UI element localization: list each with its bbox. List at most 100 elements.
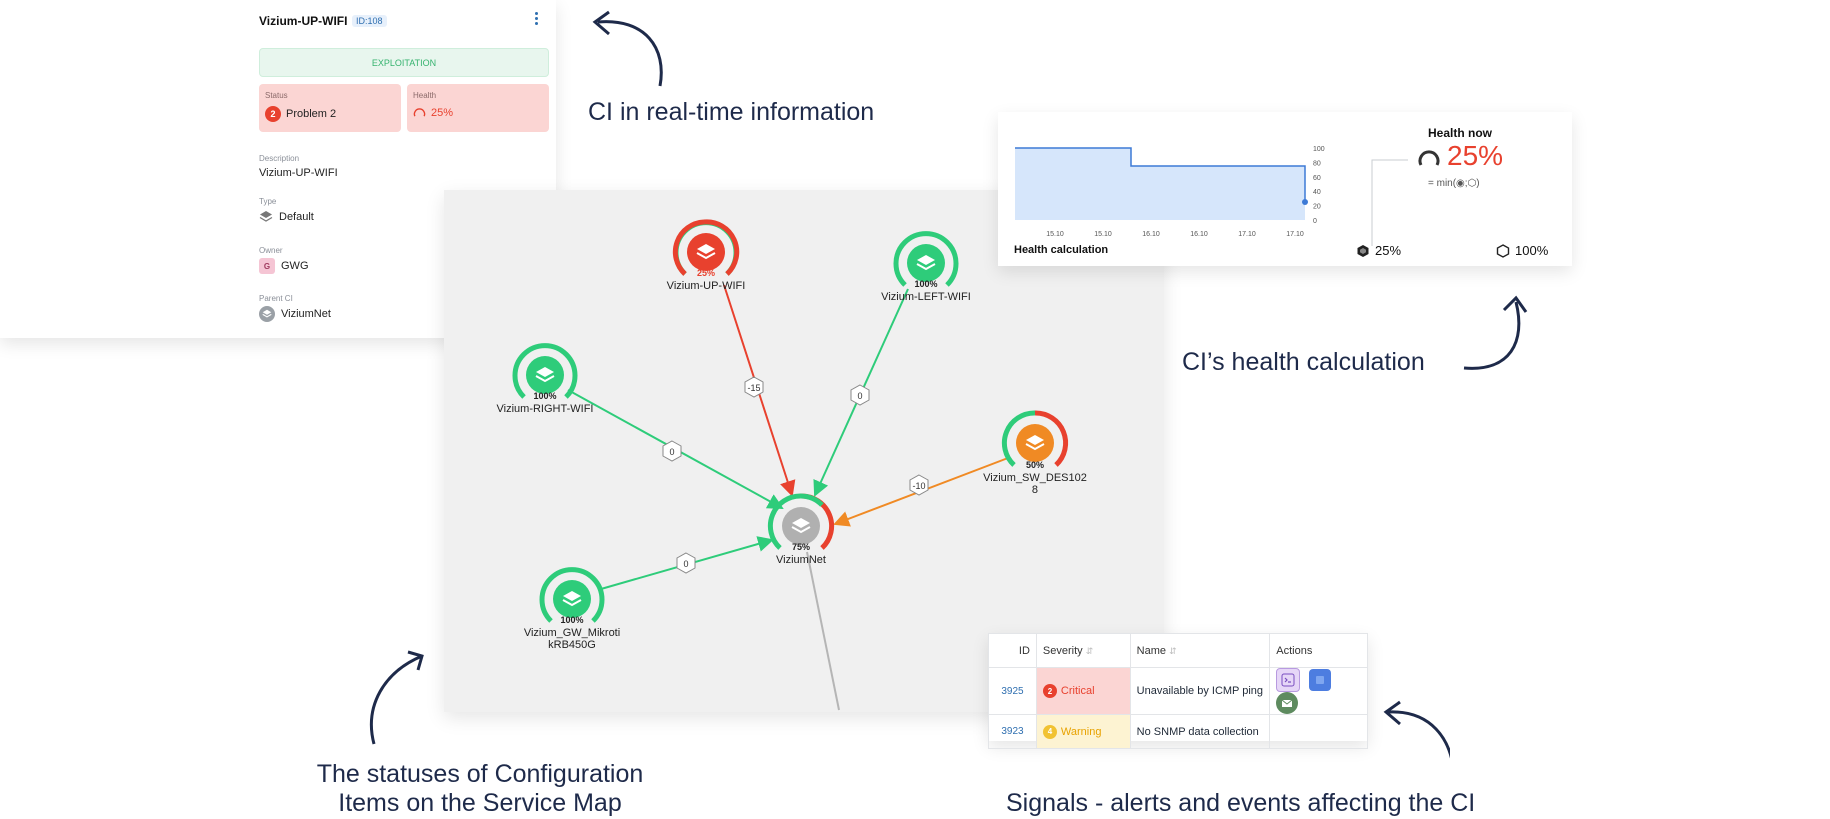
node-label-sw-des1028: Vizium_SW_DES102 8 xyxy=(983,472,1087,496)
curved-arrow-icon xyxy=(369,650,424,745)
node-vizium-sw-des1028[interactable] xyxy=(1001,410,1069,467)
node-health-left-wifi: 100% xyxy=(914,279,938,289)
health-tile: Health 25% xyxy=(407,84,549,132)
x-tick-label: 16.10 xyxy=(1190,231,1208,238)
col-severity[interactable]: Severity ⇵ xyxy=(1035,633,1131,668)
edge-weight-up-wifi: -15 xyxy=(744,376,764,398)
sort-icon[interactable]: ⇵ xyxy=(1169,645,1177,656)
node-viziumnet[interactable] xyxy=(767,493,835,550)
col-severity-label: Severity xyxy=(1042,644,1083,657)
caption-health: CI’s health calculation xyxy=(1182,348,1425,376)
node-vizium-gw-mikrotik[interactable] xyxy=(539,567,605,623)
type-value: Default xyxy=(279,211,314,223)
type-label: Type xyxy=(259,197,277,206)
status-label: Status xyxy=(265,91,288,100)
col-name[interactable]: Name ⇵ xyxy=(1129,633,1271,668)
problem-count-badge: 2 xyxy=(265,106,281,122)
node-health-right-wifi: 100% xyxy=(533,391,557,401)
edge-weight-text: -10 xyxy=(912,481,925,491)
ticket-icon[interactable] xyxy=(1309,669,1332,691)
health-area xyxy=(1015,148,1305,220)
node-vizium-right-wifi[interactable] xyxy=(512,343,578,399)
caption-statuses: The statuses of Configuration Items on t… xyxy=(295,760,665,818)
health-gauge-icon xyxy=(1418,150,1440,166)
health-label: Health xyxy=(413,91,437,100)
severity-text: Critical xyxy=(1060,684,1095,697)
ci-title: Vizium-UP-WIFI xyxy=(259,14,348,28)
severity-num: 2 xyxy=(1042,684,1057,698)
health-formula: = min(◉;⬡) xyxy=(1428,178,1480,189)
ci-id-badge: ID:108 xyxy=(352,15,387,27)
edge-weight-left-wifi: 0 xyxy=(850,384,870,406)
y-tick-label: 40 xyxy=(1313,189,1321,196)
col-id[interactable]: ID xyxy=(988,633,1037,668)
health-current-point[interactable] xyxy=(1302,199,1308,205)
signal-id[interactable]: 3925 xyxy=(988,667,1037,715)
signal-name: No SNMP data collection xyxy=(1129,714,1271,749)
health-max: 100% xyxy=(1496,243,1548,258)
col-actions: Actions xyxy=(1269,633,1368,668)
node-health-gw-mikrotik: 100% xyxy=(560,615,584,625)
curved-arrow-icon xyxy=(1383,700,1450,760)
status-tile: Status 2 Problem 2 xyxy=(259,84,401,132)
y-tick-label: 20 xyxy=(1313,204,1321,211)
x-tick-label: 17.10 xyxy=(1286,231,1304,238)
y-tick-label: 100 xyxy=(1313,146,1325,153)
edge-weight-text: 0 xyxy=(857,391,862,401)
mail-icon[interactable] xyxy=(1276,692,1299,714)
health-value: 25% xyxy=(431,106,454,119)
y-tick-label: 80 xyxy=(1313,160,1321,167)
health-line xyxy=(1015,147,1306,202)
node-vizium-up-wifi[interactable] xyxy=(672,219,740,276)
terminal-icon[interactable] xyxy=(1276,668,1301,692)
x-tick-label: 15.10 xyxy=(1094,231,1112,238)
health-min: 25% xyxy=(1356,243,1401,258)
y-tick-label: 0 xyxy=(1313,218,1317,225)
owner-field: G GWG xyxy=(259,258,309,274)
owner-label: Owner xyxy=(259,246,283,255)
owner-value[interactable]: GWG xyxy=(281,260,309,272)
node-label-right-wifi: Vizium-RIGHT-WIFI xyxy=(496,403,594,415)
layers-icon xyxy=(259,211,273,222)
type-field: Default xyxy=(259,210,314,224)
service-map[interactable]: -15 0 0 -10 0 xyxy=(444,190,1164,712)
owner-avatar: G xyxy=(259,258,275,274)
hexagon-icon xyxy=(1496,243,1510,258)
health-min-value: 25% xyxy=(1375,243,1402,258)
kebab-menu-icon[interactable] xyxy=(533,12,539,28)
node-label-gw-mikrotik: Vizium_GW_Mikroti kRB450G xyxy=(523,627,621,651)
edge-weight-text: -15 xyxy=(747,383,760,393)
health-calculation-label: Health calculation xyxy=(1014,244,1109,256)
y-tick-label: 60 xyxy=(1313,175,1321,182)
caption-statuses-line1: The statuses of Configuration xyxy=(316,760,644,788)
col-name-label: Name xyxy=(1136,644,1167,657)
node-label-left-wifi: Vizium-LEFT-WIFI xyxy=(881,291,971,303)
node-vizium-left-wifi[interactable] xyxy=(893,231,959,287)
curved-arrow-icon xyxy=(1463,295,1528,370)
sort-icon[interactable]: ⇵ xyxy=(1085,645,1094,656)
caption-statuses-line2: Items on the Service Map xyxy=(338,789,622,817)
parent-ci-label: Parent CI xyxy=(259,294,293,303)
node-label-up-wifi: Vizium-UP-WIFI xyxy=(666,280,746,292)
edge-viziumnet-down xyxy=(806,551,840,711)
parent-ci-field: ViziumNet xyxy=(259,306,331,322)
severity-num: 4 xyxy=(1042,724,1057,739)
description-value: Vizium-UP-WIFI xyxy=(259,167,338,179)
x-tick-label: 16.10 xyxy=(1142,231,1160,238)
parent-ci-value[interactable]: ViziumNet xyxy=(281,308,331,320)
edge-weight-text: 0 xyxy=(683,559,688,569)
signal-id[interactable]: 3923 xyxy=(988,714,1037,749)
service-map-graph[interactable]: -15 0 0 -10 0 xyxy=(444,190,1164,712)
status-value: Problem 2 xyxy=(286,108,337,120)
health-max-value: 100% xyxy=(1515,243,1549,258)
edge-weight-text: 0 xyxy=(669,447,674,457)
health-connector xyxy=(1371,159,1408,246)
caption-realtime: CI in real-time information xyxy=(588,98,875,126)
